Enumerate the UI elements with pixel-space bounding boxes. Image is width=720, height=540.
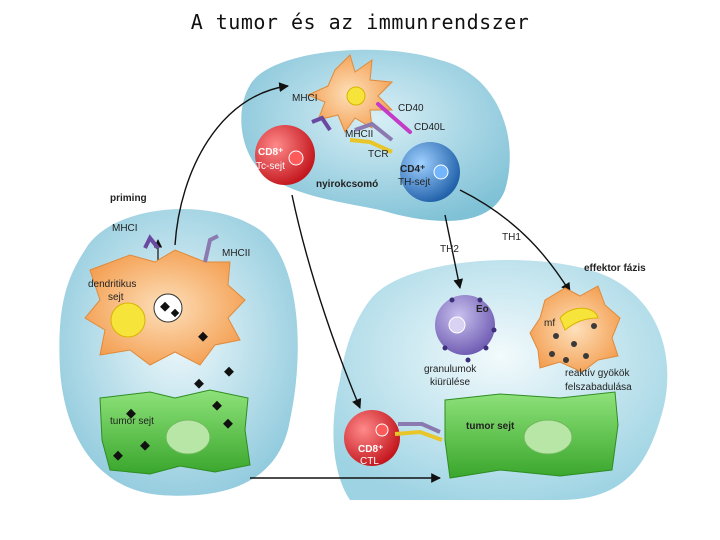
cd4-cell [400, 142, 460, 202]
label-reactive-a: reaktív gyökök [565, 368, 630, 379]
antigen-fragments [113, 301, 234, 461]
cd8-top-nucleus [288, 150, 304, 166]
label-mf: mf [544, 318, 555, 329]
macrophage-nucleus [559, 307, 599, 331]
tcr-top-receptor [349, 138, 393, 154]
label-reactive-b: felszabadulása [565, 382, 632, 393]
label-priming: priming [110, 193, 147, 204]
cd8-top-cell [255, 125, 315, 185]
label-effector-phase: effektor fázis [584, 263, 646, 274]
label-tumor-right: tumor sejt [466, 421, 515, 432]
label-dendritic-a: dendritikus [88, 279, 136, 290]
label-mhc2-top: MHCII [345, 129, 373, 140]
label-th2: TH2 [440, 244, 459, 255]
label-ctl-a: CD8⁺ [358, 444, 383, 455]
label-cd40: CD40 [398, 103, 424, 114]
dendritic-top-nucleus [346, 86, 366, 106]
reactive-radicals [549, 323, 597, 363]
ctl-nucleus [375, 423, 389, 437]
label-lymph-node: nyirokcsomó [316, 179, 378, 190]
mhc1-left-receptor [143, 234, 160, 250]
label-mhc1-top: MHCI [292, 93, 318, 104]
ctl-cell [344, 410, 400, 466]
label-granule-a: granulumok [424, 364, 477, 375]
label-cd4-a: CD4⁺ [400, 164, 425, 175]
macrophage-cell [529, 285, 621, 373]
ctl-mhc [398, 422, 441, 434]
label-cd8-top-a: CD8⁺ [258, 147, 283, 158]
page-title: A tumor és az immunrendszer [190, 10, 530, 34]
mhc2-left-receptor [203, 234, 219, 263]
label-cd40l: CD40L [414, 122, 446, 133]
arrow-th1 [459, 189, 571, 293]
cd40-link [376, 102, 412, 134]
mhc2-top-receptor [354, 121, 394, 142]
label-cd4-b: TH-sejt [398, 177, 430, 188]
eosinophil-granules [442, 297, 497, 363]
ctl-tcr [394, 429, 443, 442]
arrow-lymph-to-ctl [291, 194, 362, 409]
label-ctl-b: CTL [360, 456, 379, 467]
dendritic-left-nucleus [110, 302, 146, 338]
label-granule-b: kiürülése [430, 377, 470, 388]
label-dendritic-b: sejt [108, 292, 124, 303]
label-eo: Eo [476, 304, 489, 315]
tumor-right-nucleus [523, 419, 573, 455]
label-cd8-top-b: Tc-sejt [256, 161, 285, 172]
arrow-to-lymph-node [174, 82, 289, 246]
label-tcr: TCR [368, 149, 389, 160]
label-tumor-left: tumor sejt [110, 416, 154, 427]
label-mhc2-left: MHCII [222, 248, 250, 259]
tumor-left-nucleus [165, 419, 211, 455]
label-mhc1-left: MHCI [112, 223, 138, 234]
cd4-nucleus [433, 164, 449, 180]
eosinophil-nucleus [448, 316, 466, 334]
mhc1-top-receptor [311, 115, 332, 132]
arrow-th2 [444, 214, 464, 289]
label-th1: TH1 [502, 232, 521, 243]
